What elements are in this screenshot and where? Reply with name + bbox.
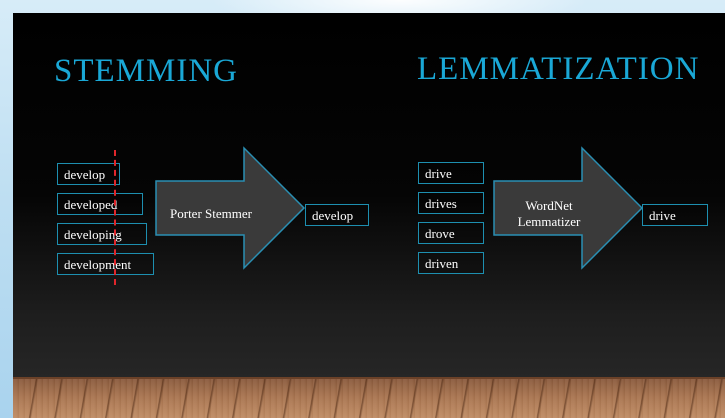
stemming-title: STEMMING	[54, 53, 239, 89]
lemma-input-word: drove	[418, 222, 484, 244]
stemming-output-word: develop	[305, 204, 369, 226]
wordnet-label-line1: WordNet	[525, 198, 573, 213]
lemma-input-word: drive	[418, 162, 484, 184]
lemmatization-arrow	[493, 146, 644, 270]
stemming-input-word: develop	[57, 163, 120, 185]
stemming-input-word: development	[57, 253, 154, 275]
lemma-output-word: drive	[642, 204, 708, 226]
wood-floor	[13, 377, 725, 418]
lemmatization-title: LEMMATIZATION	[417, 51, 700, 87]
stemming-arrow	[155, 146, 306, 270]
lemma-input-word: drives	[418, 192, 484, 214]
wordnet-label-line2: Lemmatizer	[517, 214, 581, 229]
porter-stemmer-label: Porter Stemmer	[170, 206, 252, 221]
wordnet-lemmatizer-label: WordNet Lemmatizer	[494, 198, 604, 230]
slide: STEMMING develop developed developing de…	[13, 13, 725, 418]
stemming-input-word: developed	[57, 193, 143, 215]
lemma-input-word: driven	[418, 252, 484, 274]
stemming-input-word: developing	[57, 223, 147, 245]
stem-cut-line	[114, 150, 116, 285]
